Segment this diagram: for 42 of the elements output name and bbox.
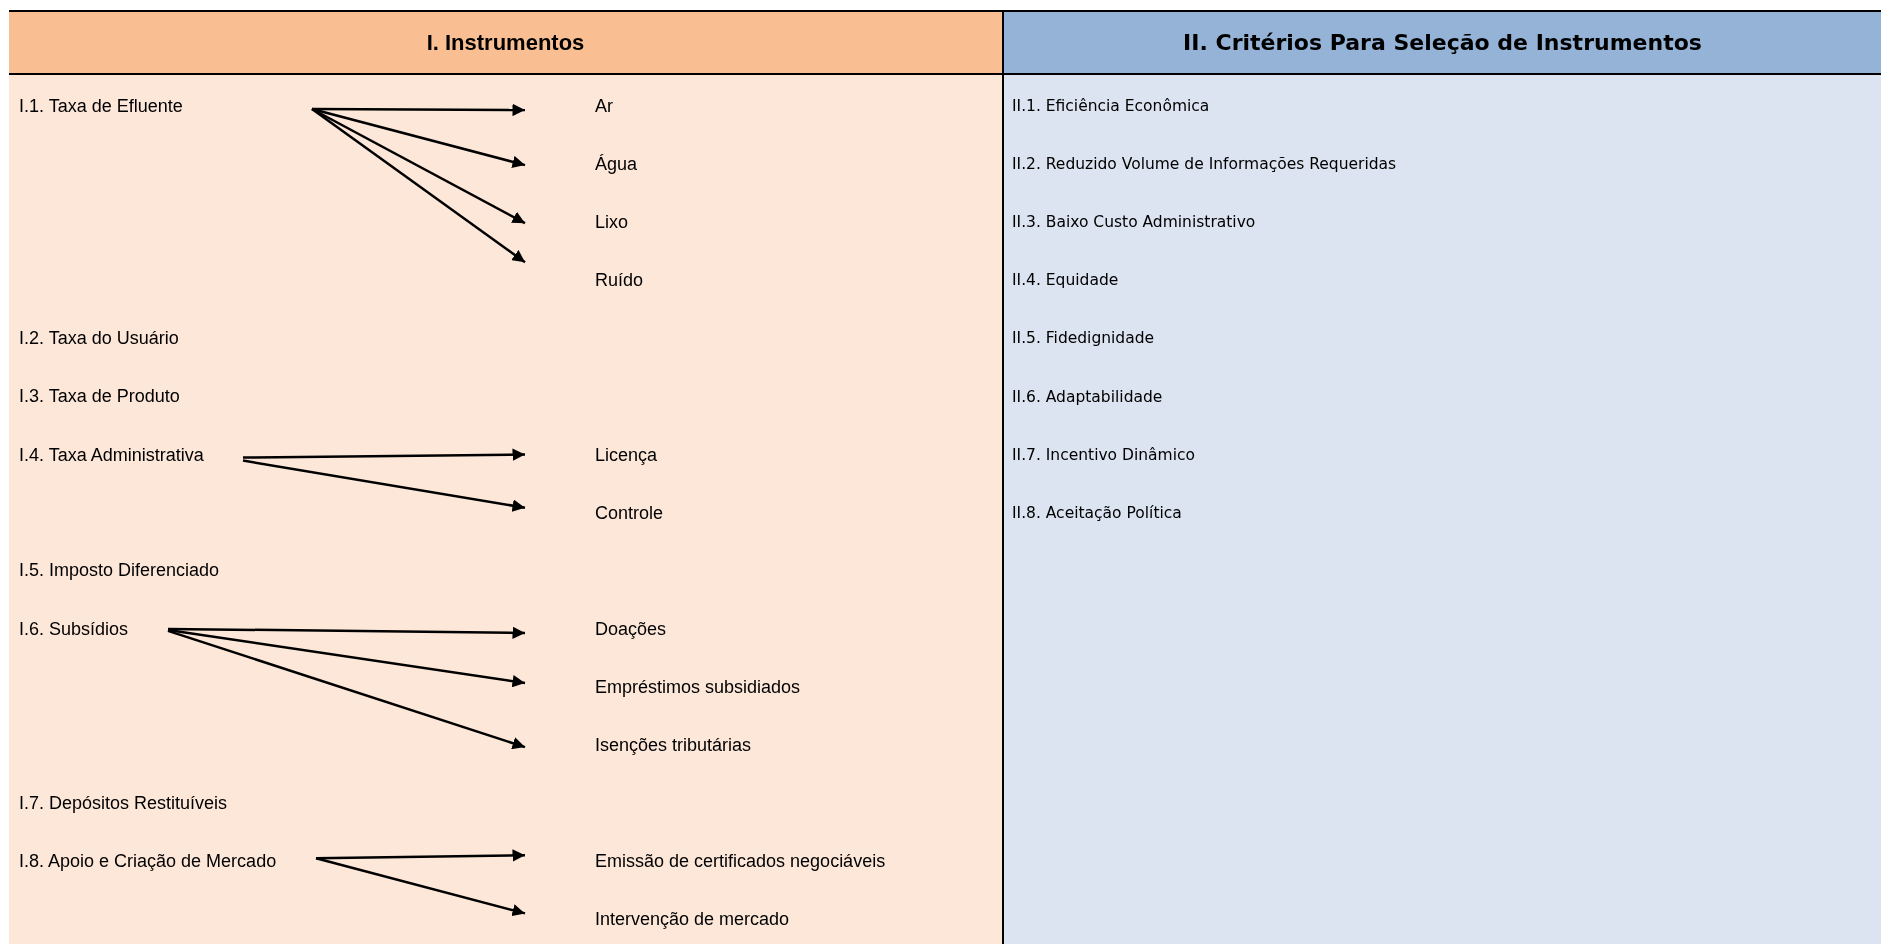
criterion-text: II.1. Eficiência Econômica <box>1012 94 1210 118</box>
arrow <box>315 857 526 917</box>
instrument-text: I.7. Depósitos Restituíveis <box>19 791 228 816</box>
arrow <box>316 849 525 862</box>
sub-item-text: Doações <box>525 606 985 651</box>
instrument-text: I.2. Taxa do Usuário <box>19 326 179 351</box>
arrow <box>312 103 525 117</box>
sub-item-text: Controle <box>525 490 985 535</box>
criterion-text: II.4. Equidade <box>1012 268 1119 293</box>
criterion-text: II.7. Incentivo Dinâmico <box>1012 442 1195 467</box>
sub-item-text: Isenções tributárias <box>525 723 985 768</box>
instrument-text: I.8. Apoio e Criação de Mercado <box>19 845 317 878</box>
table-column-panel <box>1002 10 1881 944</box>
column-header: I. Instrumentos <box>9 12 1002 75</box>
criterion-text: II.5. Fidedignidade <box>1012 326 1155 351</box>
criterion-text: II.3. Baixo Custo Administrativo <box>1012 210 1256 235</box>
arrow <box>311 108 526 264</box>
arrow <box>167 629 526 750</box>
sub-item-text: Ar <box>525 84 985 128</box>
column-header: II. Critérios Para Seleção de Instrumentos <box>1004 12 1881 75</box>
sub-item-text: Intervenção de mercado <box>525 897 985 942</box>
instrument-text: I.6. Subsídios <box>19 612 169 645</box>
instrument-text: I.5. Imposto Diferenciado <box>19 558 220 583</box>
arrow <box>167 628 526 688</box>
criterion-text: II.2. Reduzido Volume de Informações Requeridas <box>1012 152 1397 177</box>
sub-item-text: Licença <box>525 432 985 477</box>
instrument-text: I.3. Taxa de Produto <box>19 384 180 409</box>
arrow <box>168 626 525 639</box>
instrument-text: I.1. Taxa de Efluente <box>19 90 313 122</box>
table-column-panel <box>9 10 1002 944</box>
criterion-text: II.8. Aceitação Política <box>1012 500 1182 525</box>
arrow <box>311 107 526 168</box>
criterion-text: II.6. Adaptabilidade <box>1012 384 1163 409</box>
sub-item-text: Emissão de certificados negociáveis <box>525 839 985 884</box>
sub-item-text: Água <box>525 142 985 187</box>
sub-item-text: Empréstimos subsidiados <box>525 665 985 709</box>
arrow <box>242 459 526 512</box>
arrow <box>311 107 526 225</box>
sub-item-text: Ruído <box>525 258 985 303</box>
instrument-text: I.4. Taxa Administrativa <box>19 438 244 471</box>
sub-item-text: Lixo <box>525 200 985 245</box>
arrow <box>243 448 525 461</box>
